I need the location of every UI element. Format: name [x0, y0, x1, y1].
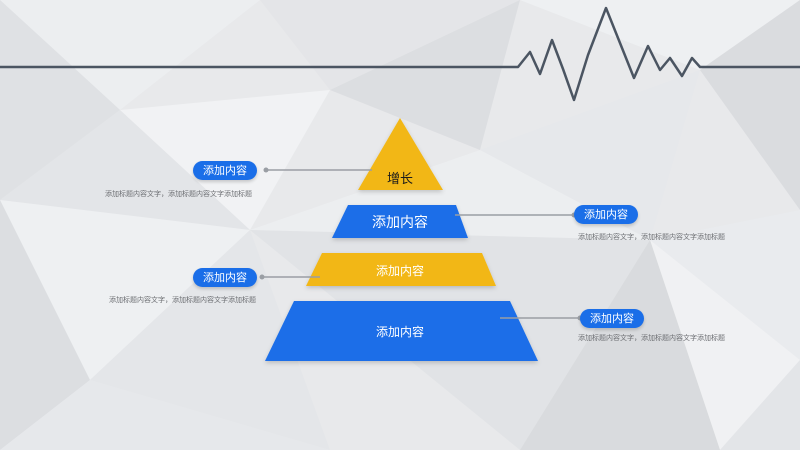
- pyramid-tier-base: [265, 301, 538, 361]
- callout-text-left-bottom: 添加标题内容文字，添加标题内容文字添加标题: [109, 296, 256, 304]
- callout-pill-right-top: 添加内容: [574, 205, 638, 224]
- callout-pill-right-bottom: 添加内容: [580, 309, 644, 328]
- tier-label-top: 增长: [386, 172, 413, 187]
- pyramid-tier-top: [358, 118, 443, 190]
- connector-dot: [263, 167, 269, 173]
- callout-text-right-bottom: 添加标题内容文字，添加标题内容文字添加标题: [578, 334, 725, 342]
- callout-text-right-top: 添加标题内容文字，添加标题内容文字添加标题: [578, 233, 725, 241]
- connector-dot: [259, 274, 265, 280]
- tier-label-base: 添加内容: [375, 325, 424, 339]
- pyramid-tier-2: [332, 205, 468, 238]
- callout-text-left-top: 添加标题内容文字，添加标题内容文字添加标题: [105, 190, 252, 198]
- callout-pill-left-bottom: 添加内容: [193, 268, 257, 287]
- tier-label-3: 添加内容: [375, 264, 424, 278]
- tier-label-2: 添加内容: [372, 215, 428, 231]
- callout-pill-left-top: 添加内容: [193, 161, 257, 180]
- pyramid-tier-3: [306, 253, 496, 286]
